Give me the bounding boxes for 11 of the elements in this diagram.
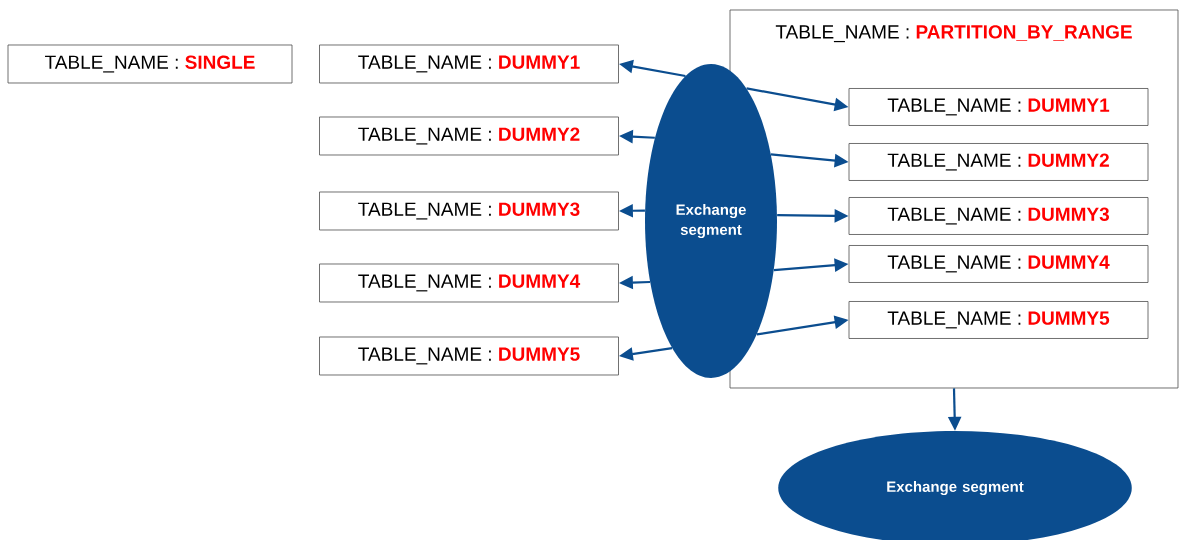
table-name-box: TABLE_NAME : DUMMY2 — [319, 116, 619, 156]
table-name-box: TABLE_NAME : DUMMY4 — [319, 263, 619, 303]
table-name-box: TABLE_NAME : DUMMY3 — [319, 191, 619, 231]
table-name-box: TABLE_NAME : DUMMY2 — [848, 143, 1149, 181]
table-name-box: TABLE_NAME : DUMMY1 — [319, 44, 619, 84]
table-name-box: TABLE_NAME : DUMMY4 — [848, 245, 1149, 283]
table-name-box: TABLE_NAME : SINGLE — [7, 44, 293, 84]
table-name-box: TABLE_NAME : DUMMY1 — [848, 88, 1149, 126]
table-name-box: TABLE_NAME : DUMMY3 — [848, 197, 1149, 235]
table-name-box: TABLE_NAME : DUMMY5 — [848, 301, 1149, 339]
table-name-box: TABLE_NAME : DUMMY5 — [319, 336, 619, 376]
